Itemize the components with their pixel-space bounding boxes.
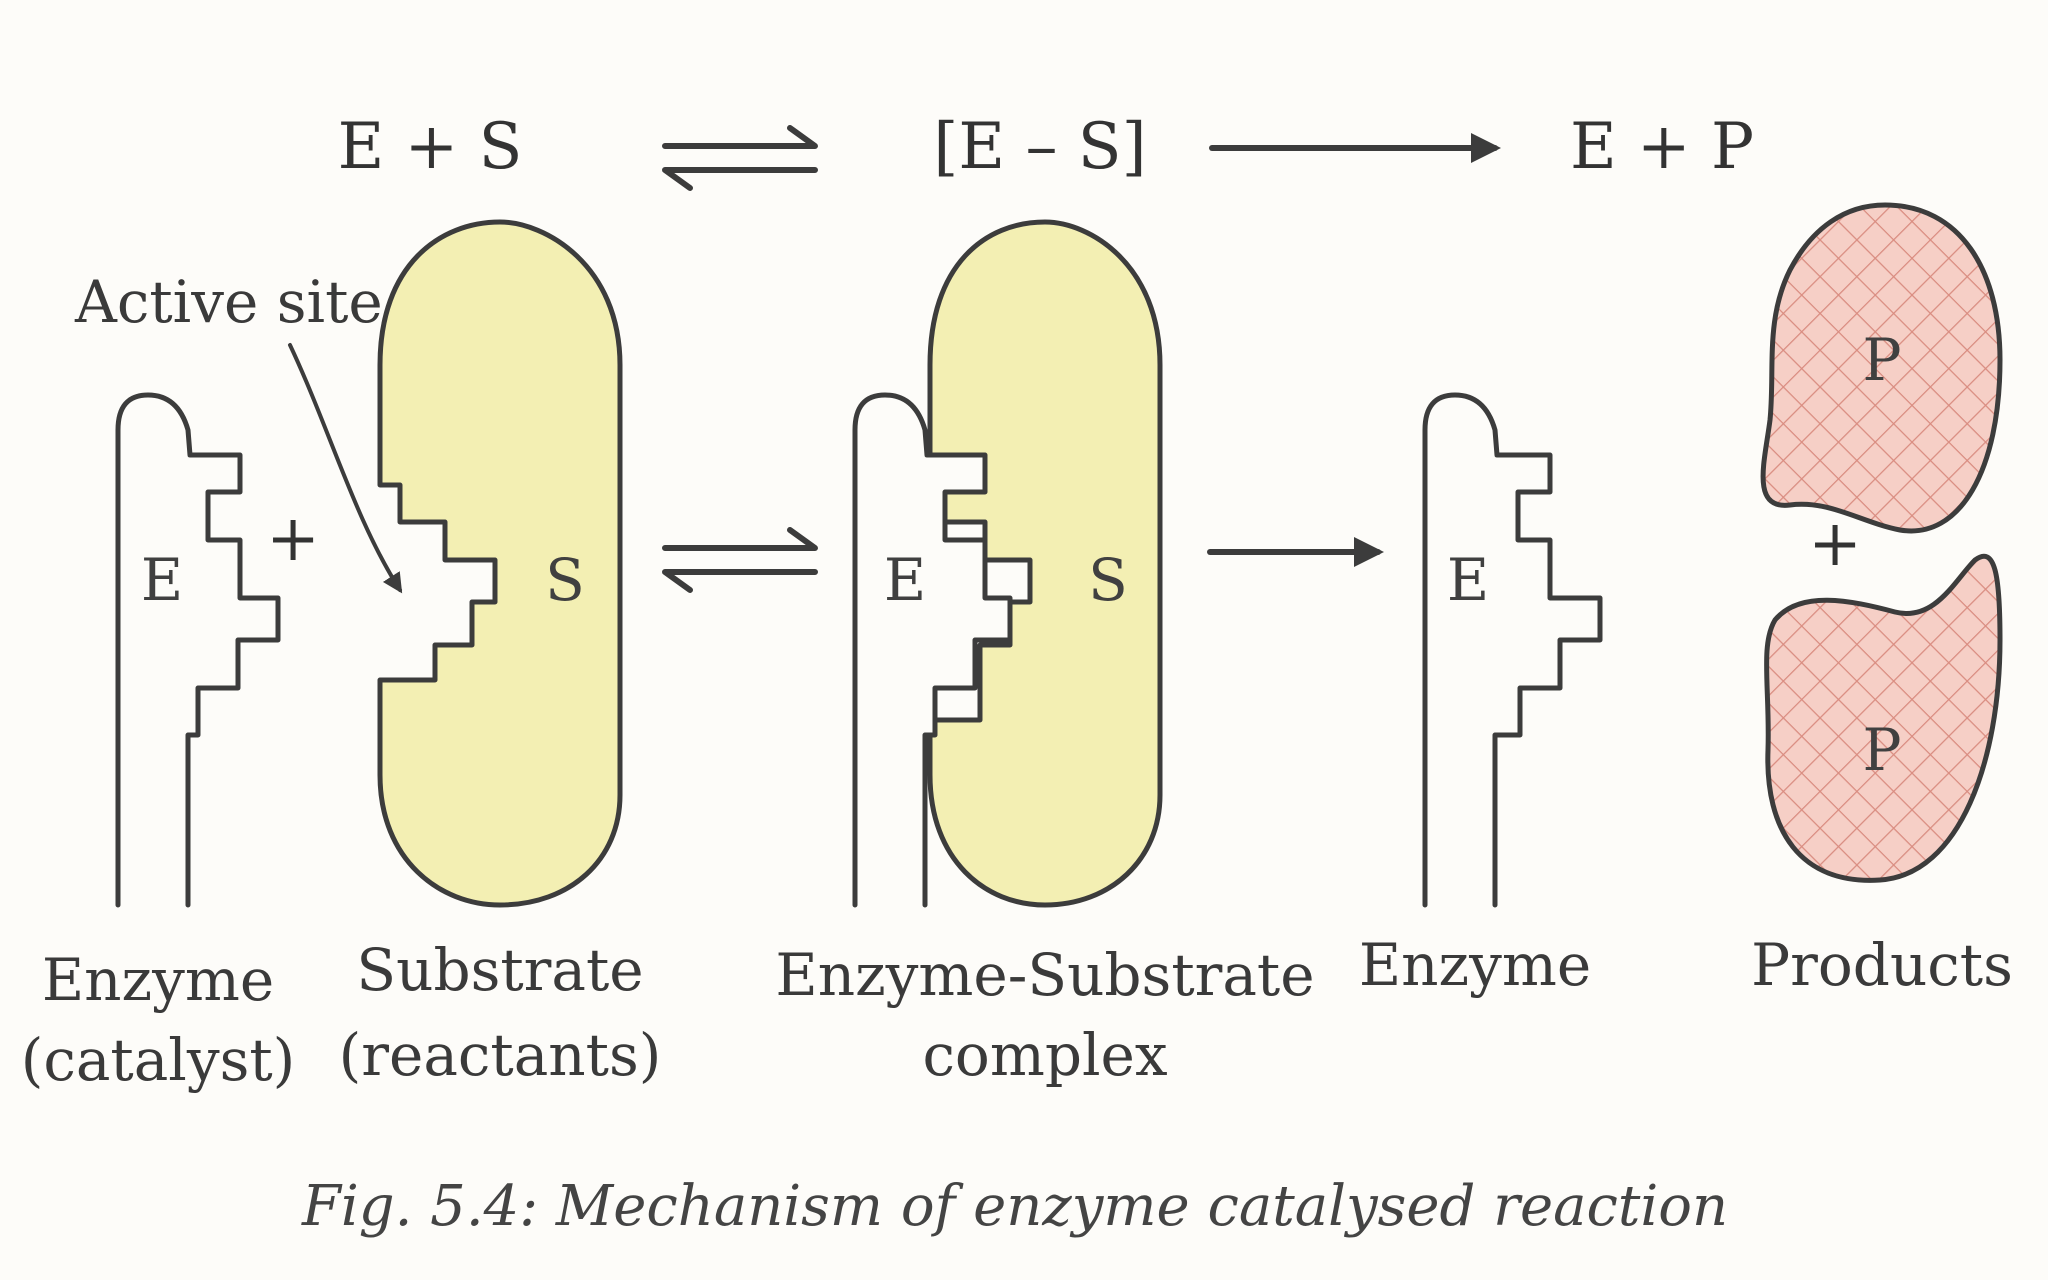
- enzyme-letter-released: E: [1447, 546, 1489, 614]
- substrate-letter-free: S: [545, 546, 585, 614]
- active-site-label: Active site: [74, 268, 383, 336]
- equation-products: E + P: [1570, 110, 1754, 184]
- substrate-label-line1: Substrate: [356, 936, 643, 1004]
- complex-label-line1: Enzyme-Substrate: [775, 941, 1314, 1009]
- complex-label-line2: complex: [922, 1021, 1167, 1089]
- complex-substrate-shape: [927, 219, 1163, 908]
- enzyme-letter-free: E: [141, 546, 183, 614]
- complex-enzyme-shape: [852, 392, 1013, 908]
- equation-reactants: E + S: [338, 110, 523, 184]
- product-letter-bottom: P: [1862, 716, 1901, 784]
- enzyme-shape-free: [115, 392, 281, 908]
- substrate-shape-free: [377, 219, 623, 908]
- complex-substrate-letter: S: [1088, 546, 1128, 614]
- equilibrium-arrow-top: [662, 125, 818, 191]
- substrate-label-line2: (reactants): [339, 1021, 662, 1089]
- plus-sign-enzyme-substrate: +: [266, 502, 320, 576]
- figure-caption: Fig. 5.4: Mechanism of enzyme catalysed …: [301, 1174, 1728, 1239]
- complex-enzyme-letter: E: [884, 546, 926, 614]
- equation-complex: [E – S]: [933, 110, 1146, 184]
- product-letter-top: P: [1862, 326, 1901, 394]
- enzyme-catalyst-label-line1: Enzyme: [42, 946, 274, 1014]
- plus-sign-products: +: [1808, 507, 1862, 581]
- enzyme-catalyst-label-line2: (catalyst): [21, 1026, 296, 1094]
- active-site-pointer: [288, 343, 403, 594]
- product-shape-bottom: [1764, 553, 2003, 883]
- enzyme-shape-released: [1422, 392, 1603, 908]
- products-label: Products: [1751, 931, 2013, 999]
- equilibrium-arrow-middle: [662, 527, 818, 593]
- enzyme-label: Enzyme: [1359, 931, 1591, 999]
- product-shape-top: [1760, 202, 2003, 534]
